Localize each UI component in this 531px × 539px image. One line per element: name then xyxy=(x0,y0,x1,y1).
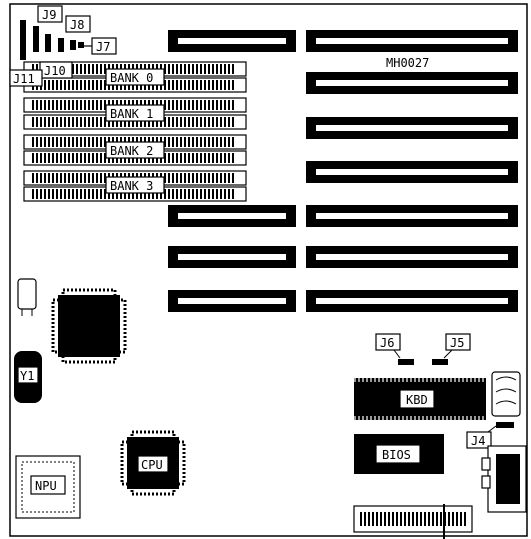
bios-chip: BIOS xyxy=(354,434,444,474)
jumper-j4: J4 xyxy=(466,422,514,449)
simm-banks: BANK 0 BANK 1 BANK 2 BANK 3 xyxy=(23,61,247,202)
y1-label: Y1 xyxy=(20,369,34,383)
cpu-label: CPU xyxy=(141,458,163,472)
kbd-label: KBD xyxy=(406,393,428,407)
npu-label: NPU xyxy=(35,479,57,493)
j7-label: J7 xyxy=(96,40,110,54)
expansion-slots-left xyxy=(168,30,296,312)
kbd-controller: KBD xyxy=(354,378,486,420)
bank-1-label: BANK 1 xyxy=(110,107,153,121)
battery xyxy=(17,278,37,310)
chipset xyxy=(51,288,127,364)
j8-label: J8 xyxy=(70,18,84,32)
bank-2-label: BANK 2 xyxy=(110,144,153,158)
bottom-pin-header xyxy=(353,504,473,539)
keyboard-connector xyxy=(491,371,521,417)
board-outline xyxy=(9,3,528,537)
cpu-chip: CPU xyxy=(120,430,186,496)
jumper-j5: J5 xyxy=(432,333,471,365)
crystal-y1: Y1 xyxy=(14,351,42,403)
jumper-cluster-top-left: J9 J8 J7 J10 J11 xyxy=(9,5,117,87)
power-connector xyxy=(481,445,527,513)
j4-label: J4 xyxy=(471,434,485,448)
j5-label: J5 xyxy=(450,336,464,350)
jumper-j6: J6 xyxy=(375,333,414,365)
bios-label: BIOS xyxy=(382,448,411,462)
expansion-slots-right xyxy=(306,30,518,312)
j11-label: J11 xyxy=(13,72,35,86)
bank-0-label: BANK 0 xyxy=(110,71,153,85)
j10-label: J10 xyxy=(44,64,66,78)
bank-3-label: BANK 3 xyxy=(110,179,153,193)
npu-socket: NPU xyxy=(15,455,81,519)
diagram-ref-code: MH0027 xyxy=(386,56,429,70)
j6-label: J6 xyxy=(380,336,394,350)
j9-label: J9 xyxy=(42,8,56,22)
